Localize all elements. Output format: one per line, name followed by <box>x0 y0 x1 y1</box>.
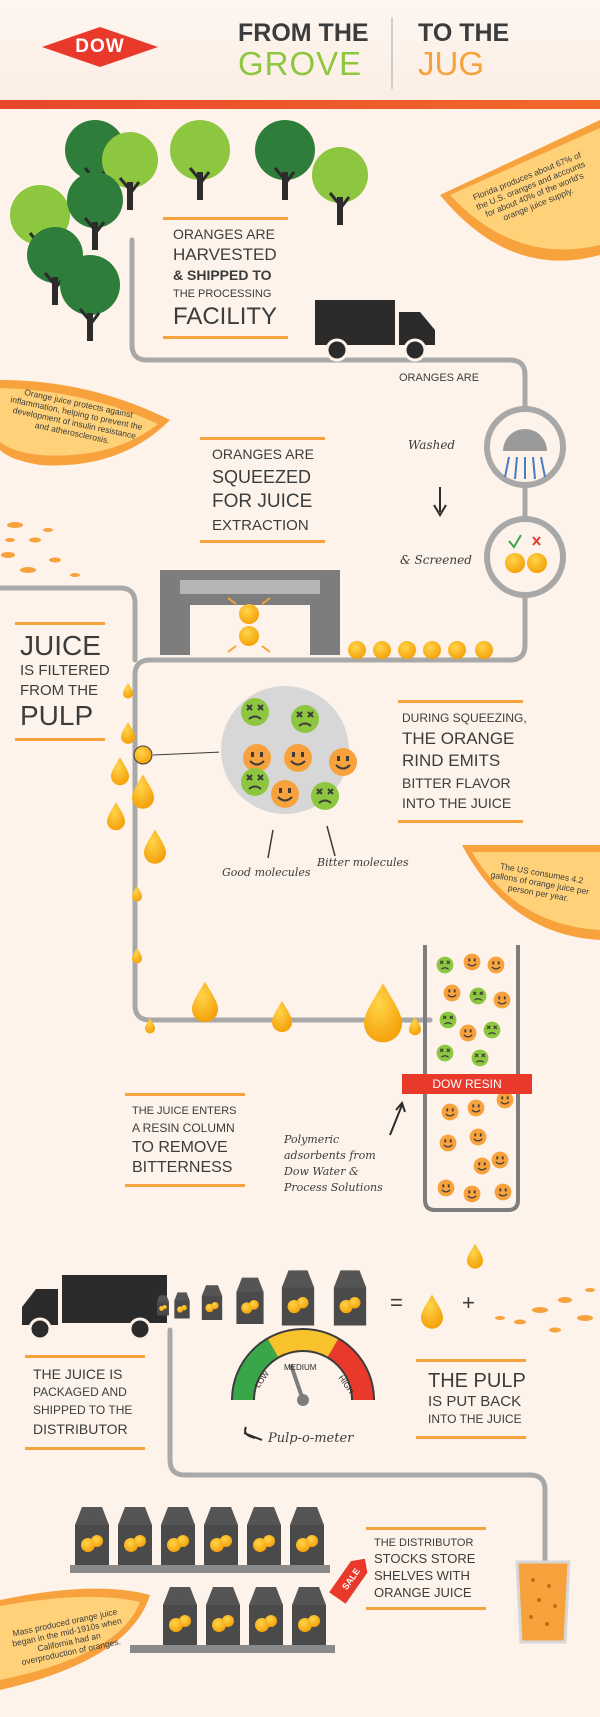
shipped-line4: DISTRIBUTOR <box>33 1421 128 1437</box>
conveyor-oranges <box>348 641 493 659</box>
good-molecules-label: Good molecules <box>222 866 311 879</box>
stock-line2: STOCKS STORE <box>374 1551 476 1566</box>
harvest-line2: HARVESTED <box>173 245 277 264</box>
dow-logo-text: DOW <box>75 36 125 57</box>
stock-rule-top <box>366 1527 486 1530</box>
pulp-line2: IS PUT BACK <box>428 1393 522 1410</box>
filter-line4: PULP <box>20 700 94 731</box>
filter-line3: FROM THE <box>20 682 99 699</box>
stock-line1: THE DISTRIBUTOR <box>374 1537 474 1549</box>
pulp-o-meter-label: Pulp-o-meter <box>268 1431 354 1446</box>
harvest-rule-bottom <box>163 336 288 339</box>
rind-line4: BITTER FLAVOR <box>402 775 511 791</box>
screened-label: & Screened <box>400 553 472 567</box>
orange-slice-history <box>0 1588 150 1690</box>
orange-slice-health <box>0 380 170 466</box>
harvest-line3: & SHIPPED TO <box>173 267 272 283</box>
header-title-grove: GROVE <box>238 45 363 82</box>
stock-line3: SHELVES WITH <box>374 1568 470 1583</box>
screener-station-icon <box>484 516 566 598</box>
meter-medium-label: MEDIUM <box>284 1363 317 1372</box>
filter-rule-top <box>15 622 105 625</box>
pulp-line1: THE PULP <box>428 1370 526 1392</box>
squeeze-line2: SQUEEZED <box>212 467 312 487</box>
bitter-molecules-label: Bitter molecules <box>317 856 409 869</box>
dow-resin-badge: DOW RESIN <box>402 1074 532 1094</box>
store-shelves <box>70 1507 335 1653</box>
pulp-rule-top <box>416 1359 526 1362</box>
magnified-drop <box>133 745 153 765</box>
pulp-rule-bottom <box>416 1436 526 1439</box>
delivery-truck-bottom <box>22 1275 167 1341</box>
resin-rule-top <box>125 1093 245 1096</box>
juice-press-machine <box>160 570 340 655</box>
squeeze-line3: FOR JUICE <box>212 491 313 512</box>
harvest-rule-top <box>163 217 288 220</box>
juice-glass-icon <box>515 1560 571 1644</box>
pulp-line3: INTO THE JUICE <box>428 1412 522 1426</box>
pulp-bits-left <box>1 522 80 577</box>
orange-slice-florida <box>440 120 600 261</box>
squeeze-rule-bottom <box>200 540 325 543</box>
pipe-network <box>0 237 548 1563</box>
resin-line3: TO REMOVE <box>132 1139 228 1156</box>
rind-rule-bottom <box>398 820 523 823</box>
filter-line2: IS FILTERED <box>20 662 110 679</box>
header-title-jug: JUG <box>418 45 484 82</box>
resin-line1: THE JUICE ENTERS <box>132 1105 237 1117</box>
molecule-magnifier <box>219 684 358 816</box>
molecule-pointer-lines <box>267 825 336 859</box>
header-title-to: TO THE <box>418 19 510 47</box>
harvest-line4: THE PROCESSING <box>173 288 272 300</box>
pulp-bits-right <box>495 1288 595 1333</box>
plus-sign: + <box>462 1290 475 1315</box>
rind-rule-top <box>398 700 523 703</box>
harvest-line1: ORANGES ARE <box>173 226 275 242</box>
rind-line5: INTO THE JUICE <box>402 795 512 811</box>
squeeze-line1: ORANGES ARE <box>212 446 314 462</box>
stock-rule-bottom <box>366 1607 486 1610</box>
pulp-o-meter-gauge <box>231 1328 375 1406</box>
filter-line1: JUICE <box>20 630 101 661</box>
header-title-from: FROM THE <box>238 19 369 47</box>
resin-rule-bottom <box>125 1184 245 1187</box>
orange-slice-consumption <box>462 845 600 940</box>
dow-logo-icon <box>42 27 158 67</box>
squeeze-rule-top <box>200 437 325 440</box>
shipped-rule-top <box>25 1355 145 1358</box>
stock-line4: ORANGE JUICE <box>374 1585 472 1600</box>
arrow-down-icon <box>433 487 447 517</box>
resin-note: Polymeric adsorbents from Dow Water & Pr… <box>284 1133 383 1194</box>
filter-rule-bottom <box>15 738 105 741</box>
delivery-truck-top <box>315 300 435 362</box>
juice-cartons-row <box>157 1270 367 1326</box>
rind-line3: RIND EMITS <box>402 751 501 770</box>
orange-grove-trees <box>10 120 368 343</box>
washed-label: Washed <box>408 438 456 452</box>
squeeze-line4: EXTRACTION <box>212 517 309 534</box>
magnify-line <box>152 751 223 756</box>
resin-line4: BITTERNESS <box>132 1159 233 1176</box>
washer-station-icon <box>484 406 566 488</box>
shipped-line1: THE JUICE IS <box>33 1366 123 1382</box>
pulp-meter-arrow-icon <box>243 1426 263 1441</box>
equals-sign: = <box>390 1290 403 1315</box>
header-accent-bar <box>0 100 600 109</box>
resin-line2: A RESIN COLUMN <box>132 1121 235 1135</box>
harvest-line5: FACILITY <box>173 303 278 330</box>
shipped-line2: PACKAGED AND <box>33 1385 127 1399</box>
sale-tag-icon <box>329 1558 368 1604</box>
header-divider <box>391 17 393 89</box>
rind-line2: THE ORANGE <box>402 729 515 748</box>
resin-column <box>423 945 520 1212</box>
washed-intro: ORANGES ARE <box>399 372 480 384</box>
shipped-line3: SHIPPED TO THE <box>33 1403 133 1417</box>
shipped-rule-bottom <box>25 1447 145 1450</box>
rind-line1: DURING SQUEEZING, <box>402 711 527 725</box>
resin-arrow-icon <box>389 1101 406 1136</box>
